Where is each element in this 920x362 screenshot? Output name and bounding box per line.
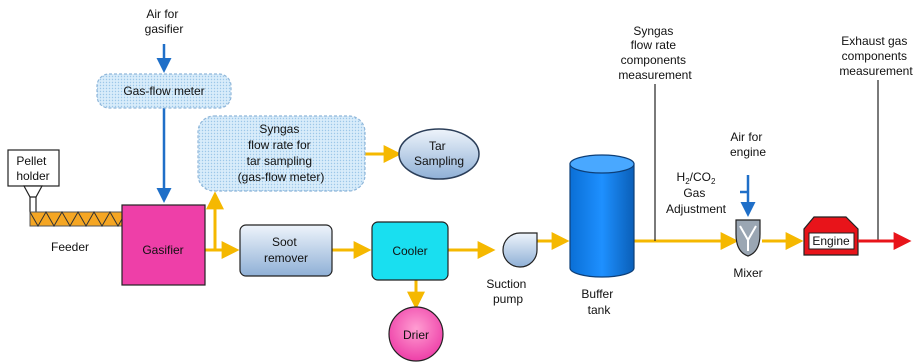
drier-circle xyxy=(388,306,444,362)
gas-flow-meter-box xyxy=(96,73,232,109)
syngas-tar-sampling-meter-box xyxy=(197,115,366,192)
drier-label: Drier xyxy=(403,328,429,342)
gas-flow-meter-label: Gas-flow meter xyxy=(123,84,204,98)
gas-adjustment-label: Gas Adjustment xyxy=(666,186,727,216)
air-for-gasifier-label: Air for gasifier xyxy=(145,7,184,36)
h2-co2-label: H2/CO2 xyxy=(677,170,716,186)
tar-sampling-ellipse xyxy=(398,128,480,180)
measurement-lines xyxy=(654,80,879,241)
engine-label: Engine xyxy=(812,234,850,248)
syngas-tar-sampling-meter-label: Syngas flow rate for tar sampling (gas-f… xyxy=(238,122,325,184)
hopper-icon xyxy=(22,185,44,212)
syngas-measurement-label: Syngas flow rate components measurement xyxy=(618,24,692,82)
cylinder-tank-icon xyxy=(569,154,635,278)
pellet-holder-box xyxy=(7,149,60,187)
screw-feeder-icon xyxy=(29,210,123,228)
syngas-flow-lines xyxy=(205,145,804,310)
air-lines xyxy=(156,44,756,217)
soot-remover-box xyxy=(239,224,333,277)
pellet-holder-label: Pellet holder xyxy=(16,154,49,183)
gasifier-box xyxy=(121,204,206,286)
suction-pump-label: Suction pump xyxy=(486,277,529,306)
soot-remover-label: Soot remover xyxy=(264,235,308,265)
air-for-engine-label: Air for engine xyxy=(730,130,766,159)
cooler-box xyxy=(371,221,449,281)
tar-sampling-label: Tar Sampling xyxy=(414,139,464,168)
gasifier-label: Gasifier xyxy=(142,243,183,257)
mixer-valve-icon xyxy=(735,219,761,257)
engine-icon xyxy=(803,216,859,256)
buffer-tank-label: Buffer tank xyxy=(581,287,616,317)
mixer-label: Mixer xyxy=(733,266,762,280)
feeder-label: Feeder xyxy=(51,240,89,254)
cooler-label: Cooler xyxy=(392,244,427,258)
pump-icon xyxy=(502,232,538,268)
exhaust-measurement-label: Exhaust gas components measurement xyxy=(839,34,913,78)
